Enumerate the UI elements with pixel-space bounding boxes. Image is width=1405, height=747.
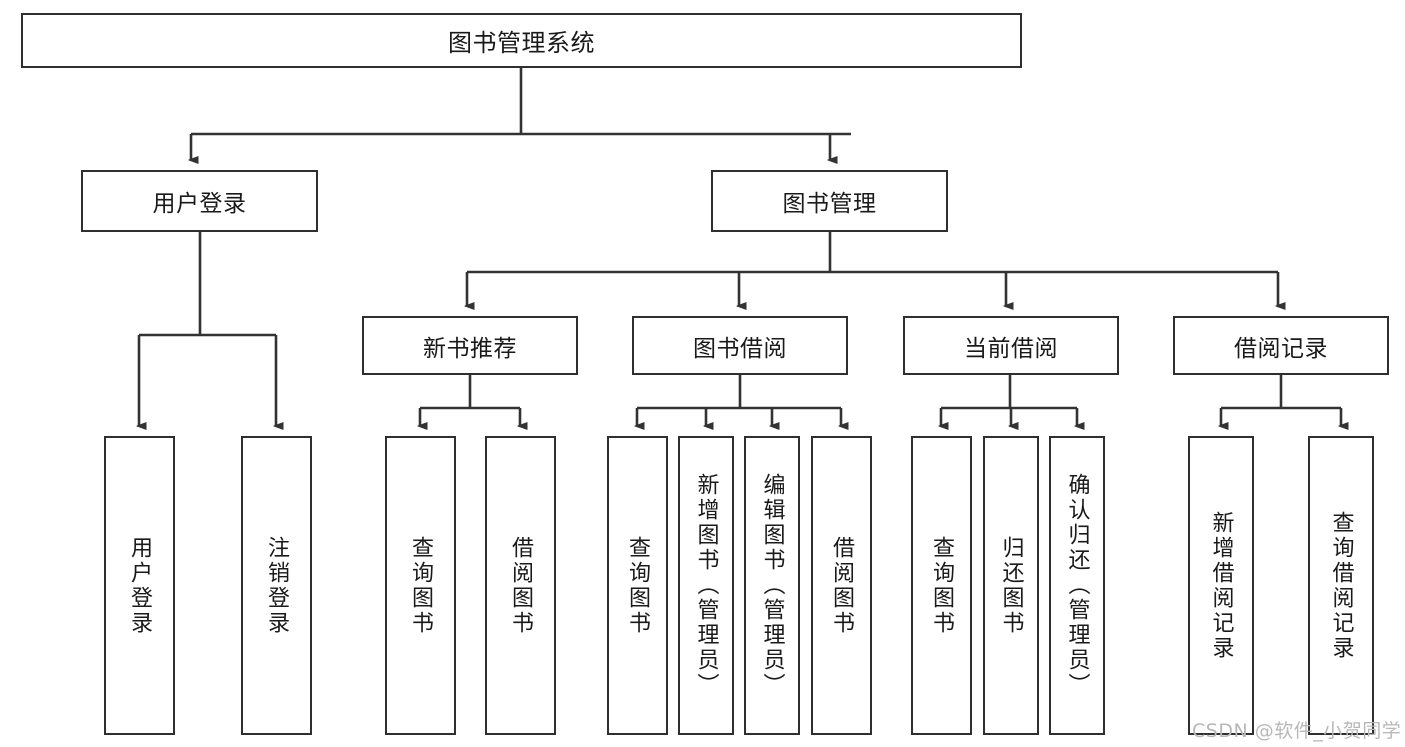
node-label: 查询图书 (408, 535, 434, 636)
leaf-user-login[interactable]: 用户登录 (104, 436, 175, 735)
node-label: 用户登录 (152, 191, 247, 217)
leaf-edit-book-admin[interactable]: 编辑图书（管理员） (744, 436, 800, 735)
node-label: 注销登录 (264, 535, 290, 636)
node-label: 图书借阅 (693, 335, 787, 362)
node-user-login[interactable]: 用户登录 (81, 170, 318, 232)
leaf-query-borrow-record[interactable]: 查询借阅记录 (1308, 436, 1374, 735)
leaf-query-book-current[interactable]: 查询图书 (911, 436, 972, 735)
leaf-return-book[interactable]: 归还图书 (983, 436, 1039, 735)
node-label: 当前借阅 (964, 335, 1058, 362)
node-label: 图书管理系统 (448, 29, 595, 57)
leaf-query-book-recommend[interactable]: 查询图书 (385, 436, 456, 735)
node-current-borrow[interactable]: 当前借阅 (903, 316, 1119, 375)
node-label: 借阅记录 (1234, 335, 1328, 362)
leaf-borrow-book[interactable]: 借阅图书 (811, 436, 872, 735)
leaf-confirm-return-admin[interactable]: 确认归还（管理员） (1049, 436, 1105, 735)
node-book-borrow[interactable]: 图书借阅 (632, 316, 848, 375)
leaf-add-borrow-record[interactable]: 新增借阅记录 (1188, 436, 1254, 735)
node-label: 新增借阅记录 (1208, 510, 1234, 661)
node-new-book-recommend[interactable]: 新书推荐 (362, 316, 578, 375)
watermark-text: CSDN @软件_小贺同学 (1192, 720, 1402, 742)
node-label: 新增图书（管理员） (693, 473, 719, 698)
node-label: 图书管理 (782, 191, 877, 217)
node-label: 借阅图书 (829, 535, 855, 636)
leaf-query-book-borrow[interactable]: 查询图书 (607, 436, 668, 735)
leaf-add-book-admin[interactable]: 新增图书（管理员） (678, 436, 734, 735)
node-label: 用户登录 (127, 535, 153, 636)
node-label: 确认归还（管理员） (1064, 473, 1090, 698)
node-root[interactable]: 图书管理系统 (21, 13, 1022, 68)
node-label: 新书推荐 (423, 335, 517, 362)
node-label: 查询借阅记录 (1328, 510, 1354, 661)
node-borrow-record[interactable]: 借阅记录 (1173, 316, 1389, 375)
node-label: 查询图书 (929, 535, 955, 636)
node-label: 借阅图书 (508, 535, 534, 636)
node-label: 查询图书 (625, 535, 651, 636)
node-label: 编辑图书（管理员） (759, 473, 785, 698)
node-book-management[interactable]: 图书管理 (711, 170, 948, 232)
watermark: CSDN @软件_小贺同学 (1192, 716, 1401, 743)
node-label: 归还图书 (998, 535, 1024, 636)
leaf-user-logout[interactable]: 注销登录 (241, 436, 312, 735)
leaf-borrow-book-recommend[interactable]: 借阅图书 (485, 436, 556, 735)
